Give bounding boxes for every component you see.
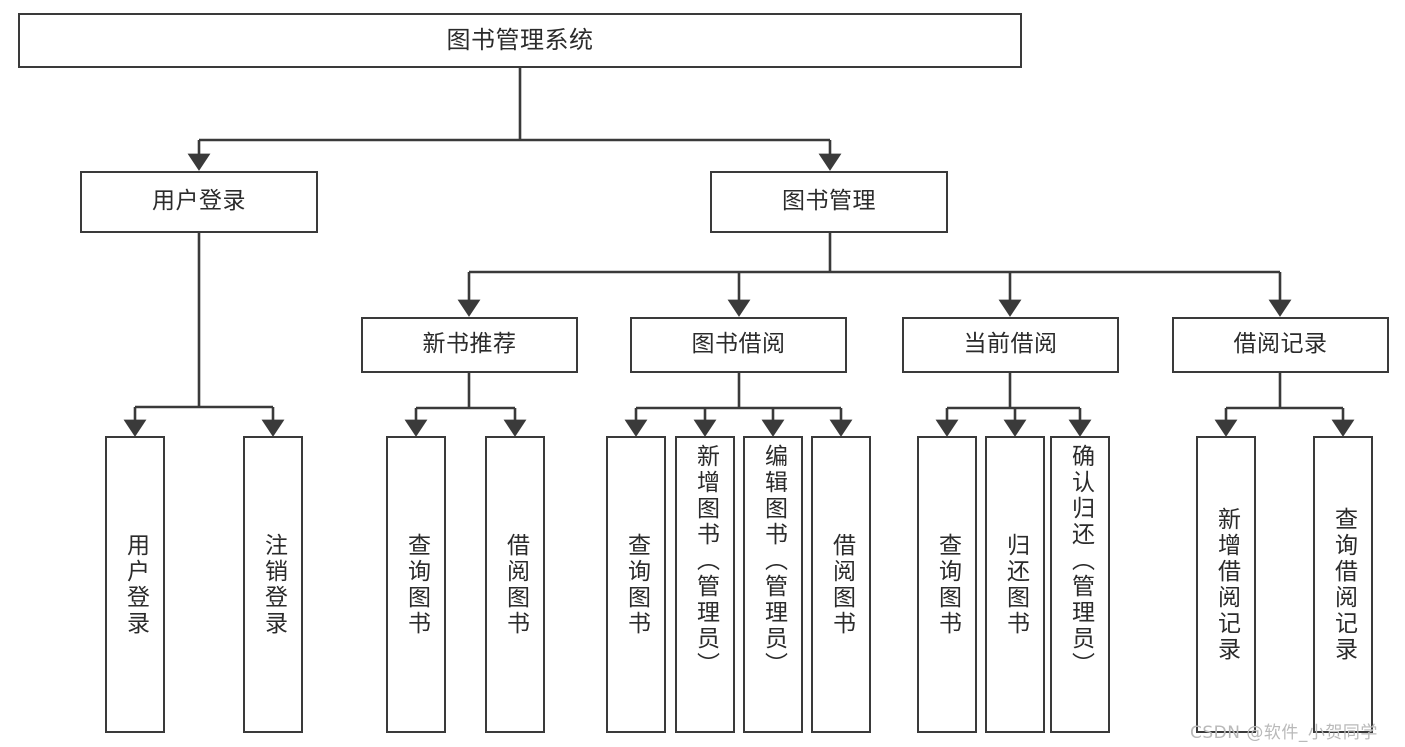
node-leaf-logout-label: 注销登录	[260, 532, 287, 637]
node-leaf-query-book-1-label: 查询图书	[403, 532, 430, 637]
node-leaf-borrow-book-1-label: 借阅图书	[502, 532, 529, 637]
node-leaf-confirm-return[interactable]: 确认归还（管理员）	[1050, 436, 1110, 733]
node-leaf-borrow-book-2[interactable]: 借阅图书	[811, 436, 871, 733]
node-leaf-return-book-label: 归还图书	[1002, 532, 1029, 637]
node-leaf-user-login-label: 用户登录	[122, 532, 149, 637]
watermark: CSDN @软件_小贺同学	[1190, 723, 1378, 743]
node-root-label: 图书管理系统	[446, 26, 594, 55]
node-book-borrow-label: 图书借阅	[691, 331, 786, 358]
node-new-book-recommend-label: 新书推荐	[422, 331, 517, 358]
node-leaf-edit-book[interactable]: 编辑图书（管理员）	[743, 436, 803, 733]
node-leaf-add-book[interactable]: 新增图书（管理员）	[675, 436, 735, 733]
node-leaf-borrow-book-2-label: 借阅图书	[828, 532, 855, 637]
node-leaf-query-record-label: 查询借阅记录	[1330, 506, 1357, 663]
node-book-borrow[interactable]: 图书借阅	[630, 317, 847, 373]
node-leaf-return-book[interactable]: 归还图书	[985, 436, 1045, 733]
node-book-manage-label: 图书管理	[782, 188, 876, 215]
node-leaf-query-book-2-label: 查询图书	[623, 532, 650, 637]
node-new-book-recommend[interactable]: 新书推荐	[361, 317, 578, 373]
node-borrow-record[interactable]: 借阅记录	[1172, 317, 1389, 373]
node-leaf-borrow-book-1[interactable]: 借阅图书	[485, 436, 545, 733]
node-current-borrow-label: 当前借阅	[963, 331, 1058, 358]
node-book-manage[interactable]: 图书管理	[710, 171, 948, 233]
node-leaf-confirm-return-label: 确认归还（管理员）	[1067, 444, 1094, 678]
node-leaf-add-book-label: 新增图书（管理员）	[692, 444, 719, 678]
node-user-login[interactable]: 用户登录	[80, 171, 318, 233]
node-leaf-add-record-label: 新增借阅记录	[1213, 506, 1240, 663]
node-leaf-edit-book-label: 编辑图书（管理员）	[760, 444, 787, 678]
node-user-login-label: 用户登录	[152, 188, 246, 215]
node-leaf-query-book-3-label: 查询图书	[934, 532, 961, 637]
node-leaf-query-book-3[interactable]: 查询图书	[917, 436, 977, 733]
node-root[interactable]: 图书管理系统	[18, 13, 1022, 68]
node-borrow-record-label: 借阅记录	[1233, 331, 1328, 358]
node-leaf-user-login[interactable]: 用户登录	[105, 436, 165, 733]
node-current-borrow[interactable]: 当前借阅	[902, 317, 1119, 373]
node-leaf-add-record[interactable]: 新增借阅记录	[1196, 436, 1256, 733]
node-leaf-query-book-2[interactable]: 查询图书	[606, 436, 666, 733]
node-leaf-query-record[interactable]: 查询借阅记录	[1313, 436, 1373, 733]
node-leaf-logout[interactable]: 注销登录	[243, 436, 303, 733]
node-leaf-query-book-1[interactable]: 查询图书	[386, 436, 446, 733]
